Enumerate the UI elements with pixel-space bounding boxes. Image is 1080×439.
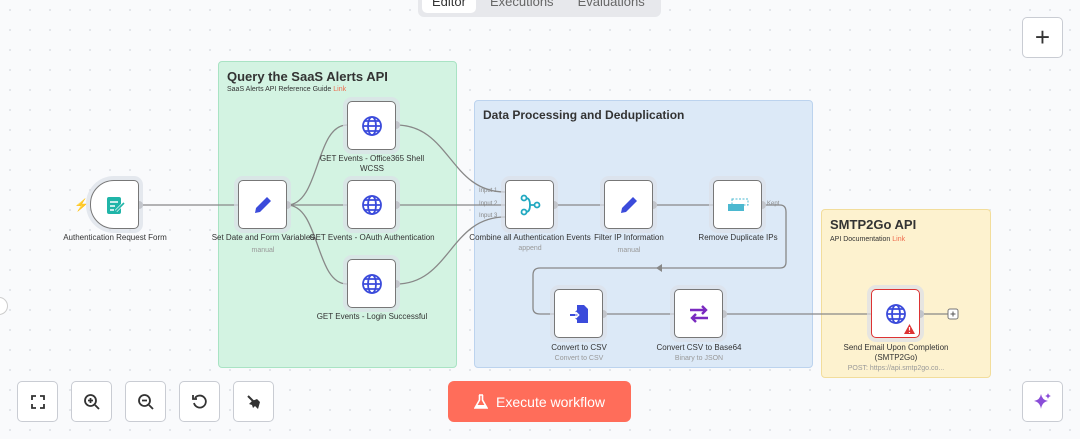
group-title: Query the SaaS Alerts API [227, 69, 388, 84]
output-port-label: Kept [767, 201, 780, 207]
node-label: Authentication Request Form [63, 233, 167, 242]
input-port-label: Input 1 [479, 188, 498, 194]
pencil-icon [620, 196, 637, 213]
node-get-login[interactable] [347, 259, 396, 308]
node-filter-ip[interactable] [604, 180, 653, 229]
globe-icon [361, 115, 382, 136]
undo-icon [191, 394, 207, 408]
tab-executions[interactable]: Executions [489, 0, 554, 9]
form-icon [106, 196, 125, 214]
globe-icon [885, 303, 906, 324]
group-title: Data Processing and Deduplication [483, 108, 685, 122]
node-get-o365[interactable] [347, 101, 396, 150]
connection [286, 124, 348, 206]
node-remove-duplicates[interactable] [713, 180, 762, 229]
node-combine[interactable] [505, 180, 554, 229]
node-subtitle: manual [617, 247, 641, 254]
pencil-icon [254, 196, 271, 213]
reference-link[interactable]: Link [333, 86, 347, 93]
node-convert-base64[interactable] [674, 289, 723, 338]
dedupe-icon [727, 198, 748, 211]
ai-assistant-button[interactable] [1022, 381, 1063, 422]
node-label: Remove Duplicate IPs [698, 233, 778, 242]
node-subtitle: Convert to CSV [554, 355, 604, 362]
reset-zoom-button[interactable] [179, 381, 220, 422]
zoom-out-icon [137, 393, 154, 410]
tab-editor[interactable]: Editor [422, 0, 476, 13]
node-subtitle: append [518, 245, 542, 252]
group-title: SMTP2Go API [830, 217, 917, 232]
execute-label: Execute workflow [496, 393, 605, 410]
connection [395, 216, 506, 285]
globe-icon [361, 273, 382, 294]
node-set-date[interactable] [238, 180, 287, 229]
subtitle-text: SaaS Alerts API Reference Guide [227, 86, 332, 93]
zoom-in-icon [83, 393, 100, 410]
node-get-oauth[interactable] [347, 180, 396, 229]
input-port-label: Input 3 [479, 213, 498, 219]
file-convert-icon [569, 304, 588, 323]
merge-icon [520, 194, 540, 215]
node-label: Combine all Authentication Events append [465, 233, 595, 254]
node-label: Set Date and Form Variables manual [198, 233, 328, 256]
plus-icon: + [1034, 22, 1051, 52]
globe-icon [361, 194, 382, 215]
node-label: Send Email Upon Completion (SMTP2Go) POST… [831, 343, 961, 374]
fullscreen-icon [30, 394, 45, 409]
group-subtitle: API Documentation Link [830, 236, 905, 243]
flask-icon [474, 393, 489, 409]
tidy-up-button[interactable] [233, 381, 274, 422]
label-text: Filter IP Information [594, 233, 664, 242]
input-port-label: Input 2 [479, 201, 498, 207]
node-subtitle: POST: https://api.smtp2go.co... [847, 365, 945, 372]
connection [286, 204, 348, 285]
group-subtitle: SaaS Alerts API Reference Guide Link [227, 86, 346, 93]
label-text: Set Date and Form Variables [211, 233, 315, 242]
arrows-icon [689, 304, 708, 323]
tab-evaluations[interactable]: Evaluations [577, 0, 645, 9]
documentation-link[interactable]: Link [892, 236, 906, 243]
label-text: Send Email Upon Completion (SMTP2Go) [843, 343, 949, 362]
node-label: Convert to CSV Convert to CSV [514, 343, 644, 364]
node-label: GET Events - Login Successful [316, 312, 428, 321]
node-subtitle: Binary to JSON [674, 355, 724, 362]
view-tabs: Editor Executions Evaluations [418, 0, 661, 17]
sticky-data-processing[interactable]: Data Processing and Deduplication [474, 100, 813, 368]
fit-view-button[interactable] [17, 381, 58, 422]
node-subtitle: manual [251, 247, 275, 254]
node-convert-csv[interactable] [554, 289, 603, 338]
subtitle-text: API Documentation [830, 236, 891, 243]
warning-icon [904, 324, 915, 334]
sparkle-icon [1033, 392, 1051, 409]
node-authentication-form[interactable] [90, 180, 139, 229]
node-label: Filter IP Information manual [564, 233, 694, 256]
zoom-in-button[interactable] [71, 381, 112, 422]
connection [395, 124, 506, 193]
label-text: Convert to CSV [551, 343, 607, 352]
label-text: Convert CSV to Base64 [656, 343, 742, 352]
node-label: GET Events - Office365 Shell WCSS [319, 154, 425, 173]
label-text: Combine all Authentication Events [469, 233, 591, 242]
node-send-email[interactable] [871, 289, 920, 338]
add-node-button[interactable]: + [1022, 17, 1063, 58]
trigger-bolt-icon: ⚡ [74, 198, 89, 212]
execute-workflow-button[interactable]: Execute workflow [448, 381, 631, 422]
broom-icon [246, 394, 260, 409]
zoom-out-button[interactable] [125, 381, 166, 422]
node-label: GET Events - OAuth Authentication [309, 233, 435, 242]
